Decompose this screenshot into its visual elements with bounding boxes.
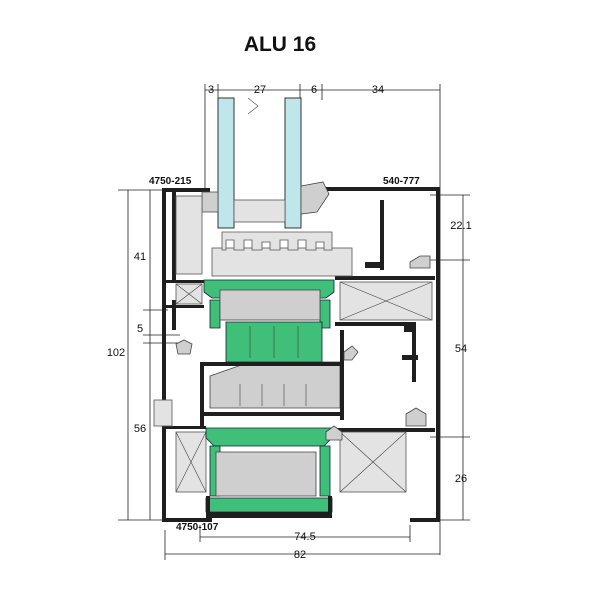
dim-total-width: 82 (294, 549, 306, 561)
diagram-title: ALU 16 (243, 33, 317, 56)
dim-bottom-right: 26 (455, 473, 467, 485)
dim-left-lower: 56 (134, 423, 146, 435)
glazing-gasket-right (300, 181, 330, 215)
dim-sash-height: 54 (455, 343, 467, 355)
glass-pane-inner (284, 97, 302, 229)
dim-glass-gap: 27 (254, 84, 266, 96)
code-bottom-left: 4750-107 (176, 522, 219, 533)
dim-total-height: 102 (107, 347, 125, 359)
dim-left-upper: 41 (134, 251, 146, 263)
dim-left-small: 5 (137, 323, 143, 335)
glass-pane-outer (217, 97, 235, 229)
dimension-lines (118, 84, 470, 560)
dim-top-right-width: 34 (372, 84, 384, 96)
spacer-bar (233, 199, 286, 223)
code-top-left: 4750-215 (149, 176, 192, 187)
sash-insulation (200, 289, 344, 518)
seal-gaskets (175, 255, 431, 441)
glazing-gasket-left (201, 191, 219, 213)
dim-sash-offset: 22.1 (450, 220, 471, 232)
glazing-block (211, 247, 353, 277)
code-top-right: 540-777 (383, 176, 420, 187)
frame-inserts (153, 195, 433, 493)
dim-inner-width: 74.5 (294, 531, 315, 543)
outer-frame (162, 187, 440, 522)
glazing-unit (201, 97, 353, 277)
dimension-labels: 3 27 6 34 22.1 54 26 41 5 102 56 74.5 82 (107, 84, 472, 561)
dim-glass-outer: 3 (208, 84, 214, 96)
dim-glass-inner: 6 (311, 84, 317, 96)
profile-codes: 4750-215 540-777 4750-107 (149, 176, 420, 533)
